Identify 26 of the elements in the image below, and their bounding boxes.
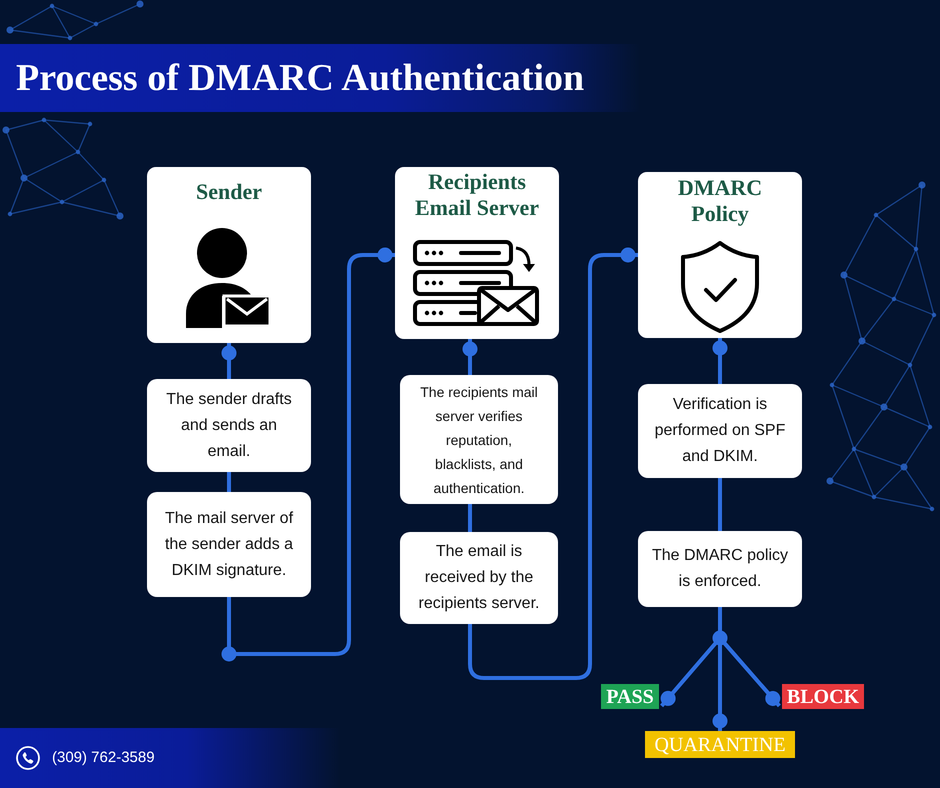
process-card <box>638 172 802 338</box>
outcome-tag: QUARANTINE <box>645 731 795 758</box>
connector-line <box>462 339 478 375</box>
connector-line <box>222 343 236 379</box>
connector-line <box>468 248 638 680</box>
contact-text: (309) 762-3589 <box>52 748 155 768</box>
step-card: The sender drafts and sends an email. <box>147 379 311 472</box>
connector-line <box>468 504 472 532</box>
connector-line <box>712 607 728 646</box>
card-title: Sender <box>196 179 262 205</box>
connector-line <box>227 472 231 492</box>
card-title: DMARC Policy <box>676 175 764 227</box>
process-card <box>147 167 311 343</box>
connector-line <box>718 478 722 531</box>
step-card: The DMARC policy is enforced. <box>638 531 802 607</box>
outcome-tag: PASS <box>601 684 659 709</box>
step-card: Verification is performed on SPF and DKIM. <box>638 384 802 478</box>
step-card: The email is received by the recipients server. <box>400 532 558 624</box>
connector-line <box>227 248 395 656</box>
process-card <box>395 167 559 339</box>
outcome-tag: BLOCK <box>782 684 864 709</box>
step-card: The mail server of the sender adds a DKIM signature. <box>147 492 311 597</box>
connector-line <box>712 338 728 384</box>
card-title: Recipients Email Server <box>414 169 540 221</box>
step-card: The recipients mail server verifies reputation, blacklists, and authentication. <box>400 375 558 504</box>
page-title: Process of DMARC Authentication <box>16 56 584 101</box>
